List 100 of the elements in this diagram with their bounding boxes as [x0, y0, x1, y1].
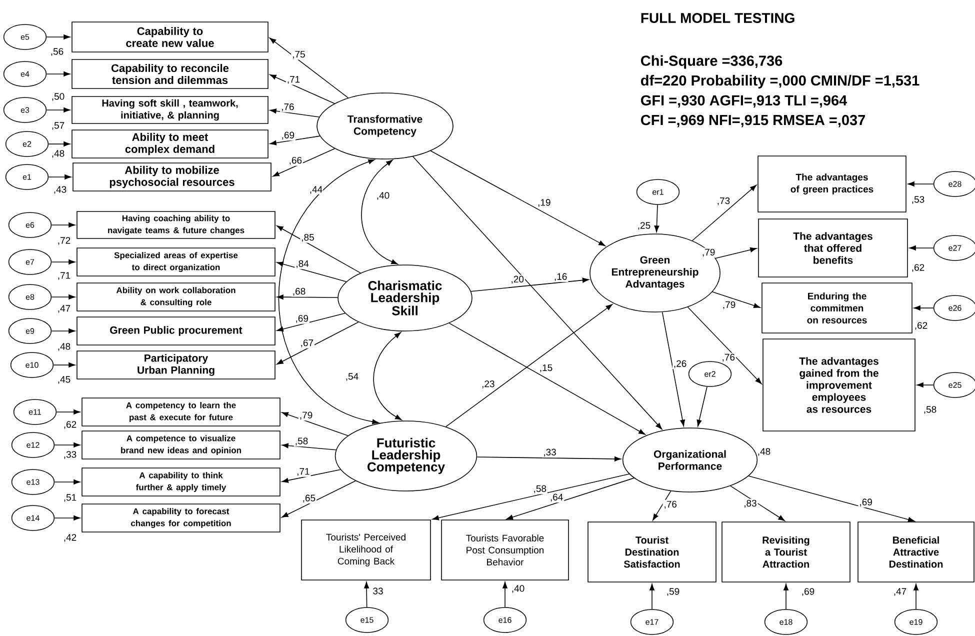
fit-statistics-text: df=220 Probability =,000 CMIN/DF =1,531	[641, 74, 920, 88]
coefficient-label: ,69	[280, 130, 296, 141]
fit-statistics-text: CFI =,969 NFI=,915 RMSEA =,037	[641, 114, 866, 128]
arrow	[282, 469, 341, 483]
indicator-box: Tourist Destination Satisfaction	[588, 522, 716, 582]
arrow	[784, 584, 788, 610]
coefficient-label: ,83	[742, 498, 758, 509]
indicator-box: Having soft skill , teamwork, initiative, & planning	[72, 96, 268, 124]
curved-double-arrow	[278, 159, 379, 424]
r-squared-label: ,59	[667, 588, 680, 596]
indicator-box: Ability on work collaboration & consulting role	[76, 282, 276, 312]
coefficient-label: ,67	[299, 338, 315, 348]
coefficient-label: ,44	[308, 186, 324, 194]
r-squared-label: ,62	[64, 421, 76, 429]
indicator-box: Ability to mobilize psychosocial resources	[72, 162, 272, 192]
arrow	[652, 490, 672, 520]
arrow	[430, 150, 606, 246]
coefficient-label: ,15	[538, 363, 554, 374]
arrow	[448, 322, 646, 435]
r-squared-label: ,40	[512, 585, 524, 593]
r-squared-label: ,56	[51, 48, 64, 56]
arrow	[276, 262, 347, 282]
coefficient-label: ,79	[298, 410, 314, 421]
indicator-box: Enduring the commitmen on resources	[762, 282, 912, 334]
arrow	[687, 306, 762, 384]
coefficient-label: ,69	[858, 498, 874, 508]
coefficient-label: ,85	[300, 232, 316, 243]
r-squared-label: ,58	[924, 406, 936, 414]
r-squared-label: ,72	[58, 237, 70, 245]
arrow	[54, 516, 80, 520]
coefficient-label: ,71	[296, 467, 311, 477]
coefficient-label: ,20	[510, 274, 525, 285]
arrow	[276, 225, 361, 274]
arrow	[476, 456, 622, 462]
r-squared-label: ,25	[638, 222, 650, 230]
coefficient-label: ,79	[721, 300, 737, 310]
arrow	[506, 478, 634, 520]
arrow	[445, 304, 612, 428]
arrow	[914, 306, 934, 310]
r-squared-label: ,71	[58, 272, 70, 280]
r-squared-label: ,33	[64, 451, 76, 459]
r-squared-label: ,62	[915, 322, 928, 330]
arrow	[748, 476, 915, 522]
arrow	[53, 362, 76, 368]
arrow	[412, 156, 662, 430]
indicator-box: The advantages gained from the improvement employees as resources	[762, 338, 916, 432]
r-squared-label: ,43	[54, 186, 66, 194]
coefficient-label: ,58	[294, 436, 310, 446]
fit-statistics-text: GFI =,930 AGFI=,913 TLI =,964	[641, 95, 848, 108]
arrow	[696, 386, 708, 426]
arrow	[276, 312, 346, 332]
arrow	[276, 322, 359, 365]
r-squared-label: 33	[373, 588, 383, 594]
arrow	[470, 278, 590, 292]
arrow	[914, 584, 918, 610]
coefficient-label: ,73	[716, 196, 732, 206]
r-squared-label: ,42	[64, 534, 76, 542]
indicator-box: A competency to learn the past & execute for future	[82, 398, 280, 426]
arrow	[654, 204, 660, 232]
indicator-box: The advantages that offered benefits	[758, 218, 908, 278]
arrow	[712, 291, 760, 308]
arrow	[51, 294, 76, 300]
r-squared-label: ,47	[894, 588, 906, 596]
coefficient-label: ,68	[291, 286, 307, 297]
arrow	[909, 246, 934, 250]
arrow	[269, 38, 349, 98]
arrow	[46, 72, 70, 76]
coefficient-label: ,84	[294, 259, 310, 270]
arrow	[916, 382, 934, 388]
arrow	[715, 247, 757, 259]
arrow	[730, 486, 785, 522]
r-squared-label: ,50	[52, 93, 64, 101]
arrow	[364, 582, 370, 608]
r-squared-label: ,57	[52, 122, 64, 130]
coefficient-label: ,23	[480, 379, 496, 390]
coefficient-label: ,75	[291, 50, 306, 60]
indicator-box: Tourists Favorable Post Consumption Behavior	[441, 520, 569, 580]
r-squared-label: ,62	[912, 264, 924, 272]
coefficient-label: ,66	[288, 156, 304, 166]
coefficient-label: ,76	[280, 102, 296, 112]
arrow	[48, 142, 70, 146]
indicator-box: A competence to visualize brand new ideas and opinion	[82, 430, 280, 460]
coefficient-label: ,65	[301, 494, 317, 504]
coefficient-label: ,64	[548, 492, 564, 503]
indicator-box: Capability to create new value	[72, 22, 268, 52]
indicator-box: Participatory Urban Planning	[76, 350, 276, 380]
coefficient-label: ,69	[294, 314, 310, 324]
r-squared-label: ,45	[58, 376, 70, 384]
curved-double-arrow	[361, 160, 398, 264]
indicator-box: Having coaching ability to navigate teams & future changes	[76, 211, 276, 239]
r-squared-label: ,69	[802, 588, 814, 596]
arrow	[282, 480, 356, 518]
coefficient-label: ,16	[553, 272, 568, 282]
arrow	[51, 328, 76, 334]
coefficient-label: ,76	[720, 352, 736, 363]
arrow	[272, 148, 336, 177]
r-squared-label: ,48	[758, 448, 770, 456]
indicator-box: Ability to meet complex demand	[72, 130, 268, 158]
arrow	[276, 294, 338, 300]
arrow	[432, 474, 630, 520]
